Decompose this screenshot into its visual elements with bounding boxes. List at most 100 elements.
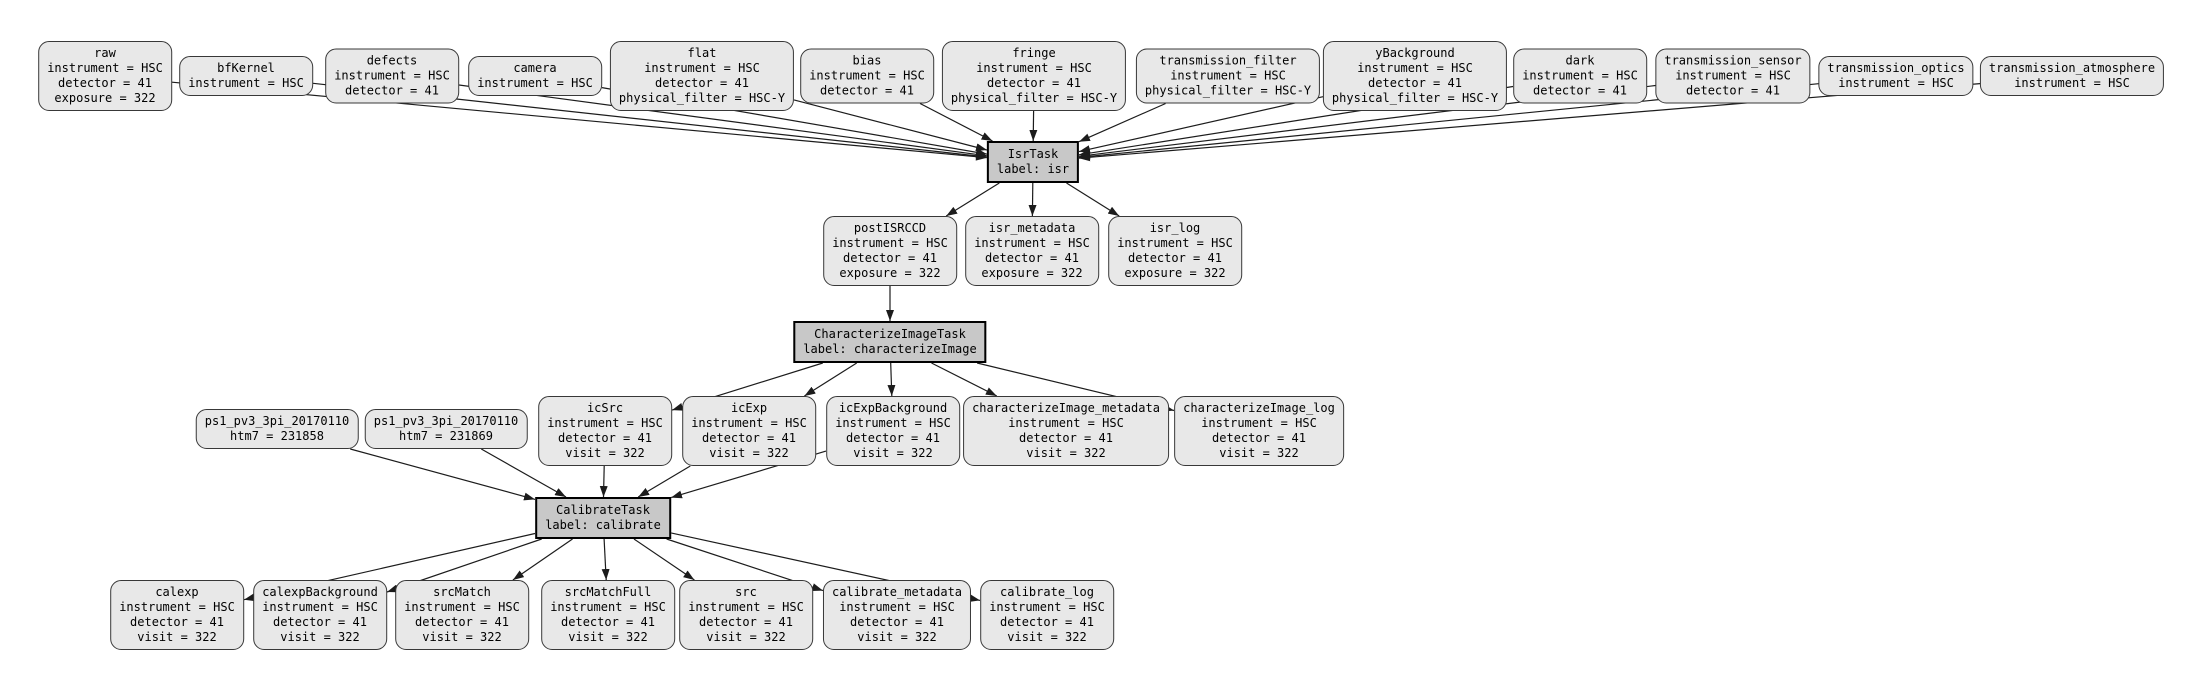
graph-edge-transmission_atmosphere-to-isr bbox=[1078, 83, 1981, 162]
node-title: srcMatch bbox=[433, 585, 491, 599]
node-transmission_optics: transmission_optics instrument = HSC bbox=[1818, 56, 1974, 96]
node-title: postISRCCD bbox=[853, 221, 927, 235]
node-characterizeImage_metadata: characterizeImage_metadata instrument = … bbox=[963, 396, 1169, 466]
node-attribute: instrument = HSC bbox=[989, 600, 1105, 614]
graph-edge-isr-to-isr_log bbox=[1066, 182, 1120, 217]
node-attribute: instrument = HSC bbox=[1117, 236, 1233, 250]
node-attribute: detector = 41 bbox=[846, 431, 940, 445]
node-attribute: physical_filter = HSC-Y bbox=[618, 91, 786, 105]
node-title: bfKernel bbox=[217, 61, 275, 75]
node-attribute: detector = 41 bbox=[699, 615, 793, 629]
node-title: transmission_filter bbox=[1159, 53, 1297, 68]
node-title: ps1_pv3_3pi_20170110 bbox=[204, 414, 350, 428]
node-ps1_b: ps1_pv3_3pi_20170110 htm7 = 231869 bbox=[364, 409, 528, 449]
node-attribute: detector = 41 bbox=[345, 83, 439, 98]
node-attribute: instrument = HSC bbox=[976, 61, 1092, 75]
graph-edge-calibrate-to-srcMatchFull bbox=[601, 538, 610, 581]
node-attribute: exposure = 322 bbox=[1124, 266, 1226, 280]
node-title: ps1_pv3_3pi_20170110 bbox=[373, 414, 519, 428]
node-attribute: visit = 322 bbox=[137, 630, 217, 644]
graph-edge-icSrc-to-calibrate bbox=[599, 465, 608, 498]
graph-edge-isr-to-postISRCCD bbox=[945, 182, 1000, 217]
graph-edge-ps1_b-to-calibrate bbox=[481, 448, 567, 498]
node-attribute: detector = 41 bbox=[130, 615, 224, 629]
node-attribute: instrument = HSC bbox=[119, 600, 235, 614]
node-attribute: detector = 41 bbox=[985, 251, 1079, 265]
node-title: src bbox=[735, 585, 757, 599]
node-attribute: detector = 41 bbox=[415, 615, 509, 629]
node-attribute: detector = 41 bbox=[702, 431, 796, 445]
node-attribute: instrument = HSC bbox=[1357, 61, 1473, 75]
node-title: transmission_optics bbox=[1827, 61, 1965, 75]
node-transmission_atmosphere: transmission_atmosphere instrument = HSC bbox=[1979, 56, 2165, 96]
node-title: flat bbox=[687, 46, 717, 60]
node-attribute: detector = 41 bbox=[1212, 431, 1306, 445]
node-attribute: detector = 41 bbox=[987, 76, 1081, 90]
graph-edge-ps1_a-to-calibrate bbox=[350, 448, 536, 501]
graph-edge-transmission_filter-to-isr bbox=[1078, 102, 1166, 143]
node-attribute: detector = 41 bbox=[1533, 83, 1627, 98]
node-attribute: detector = 41 bbox=[273, 615, 367, 629]
graph-edge-icExp-to-calibrate bbox=[637, 465, 691, 498]
graph-edge-bias-to-isr bbox=[919, 102, 993, 142]
node-attribute: exposure = 322 bbox=[54, 91, 156, 105]
graph-edge-defects-to-isr bbox=[458, 84, 988, 159]
node-attribute: detector = 41 bbox=[1000, 615, 1094, 629]
node-attribute: instrument = HSC bbox=[809, 68, 925, 83]
node-title: icExp bbox=[730, 401, 768, 415]
node-attribute: detector = 41 bbox=[820, 83, 914, 98]
graph-edge-flat-to-isr bbox=[793, 99, 988, 152]
node-title: camera bbox=[513, 61, 557, 75]
node-attribute: label: characterizeImage bbox=[803, 342, 977, 356]
node-attribute: visit = 322 bbox=[709, 446, 789, 460]
node-attribute: visit = 322 bbox=[568, 630, 648, 644]
graph-edge-calibrate-to-srcMatch bbox=[512, 538, 573, 581]
node-attribute: exposure = 322 bbox=[839, 266, 941, 280]
node-bfKernel: bfKernel instrument = HSC bbox=[179, 56, 313, 96]
graph-edge-raw-to-isr bbox=[171, 81, 988, 161]
node-attribute: instrument = HSC bbox=[262, 600, 378, 614]
node-calibrate: CalibrateTask label: calibrate bbox=[535, 497, 671, 539]
node-attribute: instrument = HSC bbox=[334, 68, 450, 83]
node-title: dark bbox=[1565, 53, 1595, 68]
node-attribute: instrument = HSC bbox=[839, 600, 955, 614]
node-attribute: detector = 41 bbox=[561, 615, 655, 629]
node-title: calibrate_metadata bbox=[831, 585, 963, 599]
graph-edge-calibrate-to-src bbox=[633, 538, 695, 581]
node-attribute: instrument = HSC bbox=[547, 416, 663, 430]
node-attribute: instrument = HSC bbox=[477, 76, 593, 90]
node-attribute: visit = 322 bbox=[1007, 630, 1087, 644]
node-title: CalibrateTask bbox=[556, 503, 650, 517]
node-attribute: instrument = HSC bbox=[404, 600, 520, 614]
node-title: yBackground bbox=[1375, 46, 1455, 60]
node-attribute: instrument = HSC bbox=[1838, 76, 1954, 90]
node-attribute: instrument = HSC bbox=[974, 236, 1090, 250]
node-characterizeImage: CharacterizeImageTask label: characteriz… bbox=[793, 321, 987, 363]
node-title: fringe bbox=[1012, 46, 1056, 60]
node-attribute: detector = 41 bbox=[1686, 83, 1780, 98]
node-attribute: exposure = 322 bbox=[981, 266, 1083, 280]
node-attribute: instrument = HSC bbox=[644, 61, 760, 75]
node-attribute: instrument = HSC bbox=[188, 76, 304, 90]
node-attribute: instrument = HSC bbox=[47, 61, 163, 75]
node-title: isr_metadata bbox=[988, 221, 1076, 235]
node-attribute: detector = 41 bbox=[1019, 431, 1113, 445]
node-title: IsrTask bbox=[1007, 147, 1059, 161]
node-attribute: htm7 = 231869 bbox=[399, 429, 493, 443]
node-isr: IsrTask label: isr bbox=[986, 141, 1080, 183]
node-ps1_a: ps1_pv3_3pi_20170110 htm7 = 231858 bbox=[195, 409, 359, 449]
